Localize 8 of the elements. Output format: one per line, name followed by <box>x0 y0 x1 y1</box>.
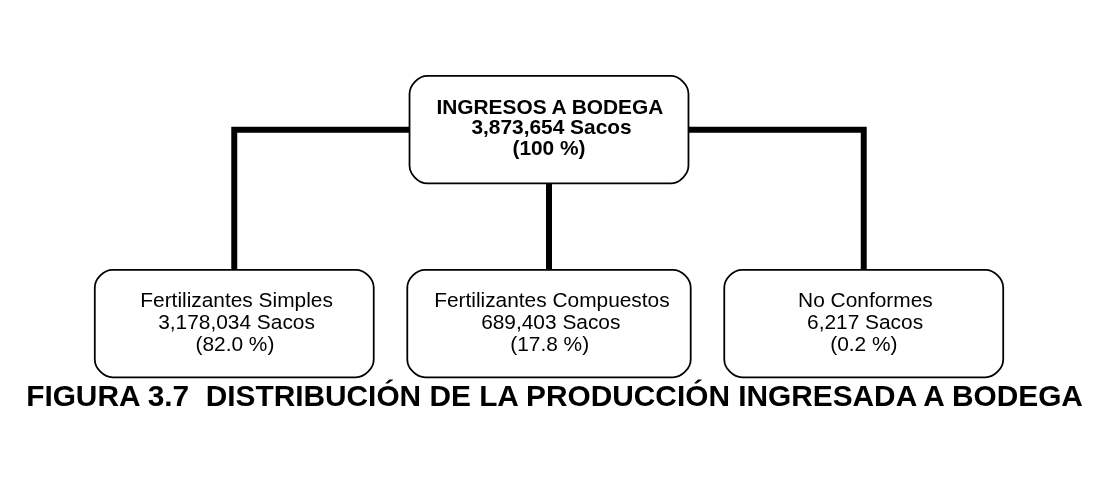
node-box: No Conformes 6,217 Sacos (0.2 %) <box>723 268 1005 378</box>
caption: FIGURA 3.7 DISTRIBUCIÓN DE LA PRODUCCIÓN INGRESADA A BODEGA <box>26 378 1083 412</box>
connector <box>231 126 410 270</box>
connector <box>688 126 867 270</box>
node-box: INGRESOS A BODEGA 3,873,654 Sacos (100 %) <box>408 74 690 184</box>
node-box: Fertilizantes Simples 3,178,034 Sacos (82.0 %) <box>93 268 375 378</box>
connector <box>546 183 552 270</box>
node-box: Fertilizantes Compuestos 689,403 Sacos (17.8 %) <box>406 268 692 378</box>
